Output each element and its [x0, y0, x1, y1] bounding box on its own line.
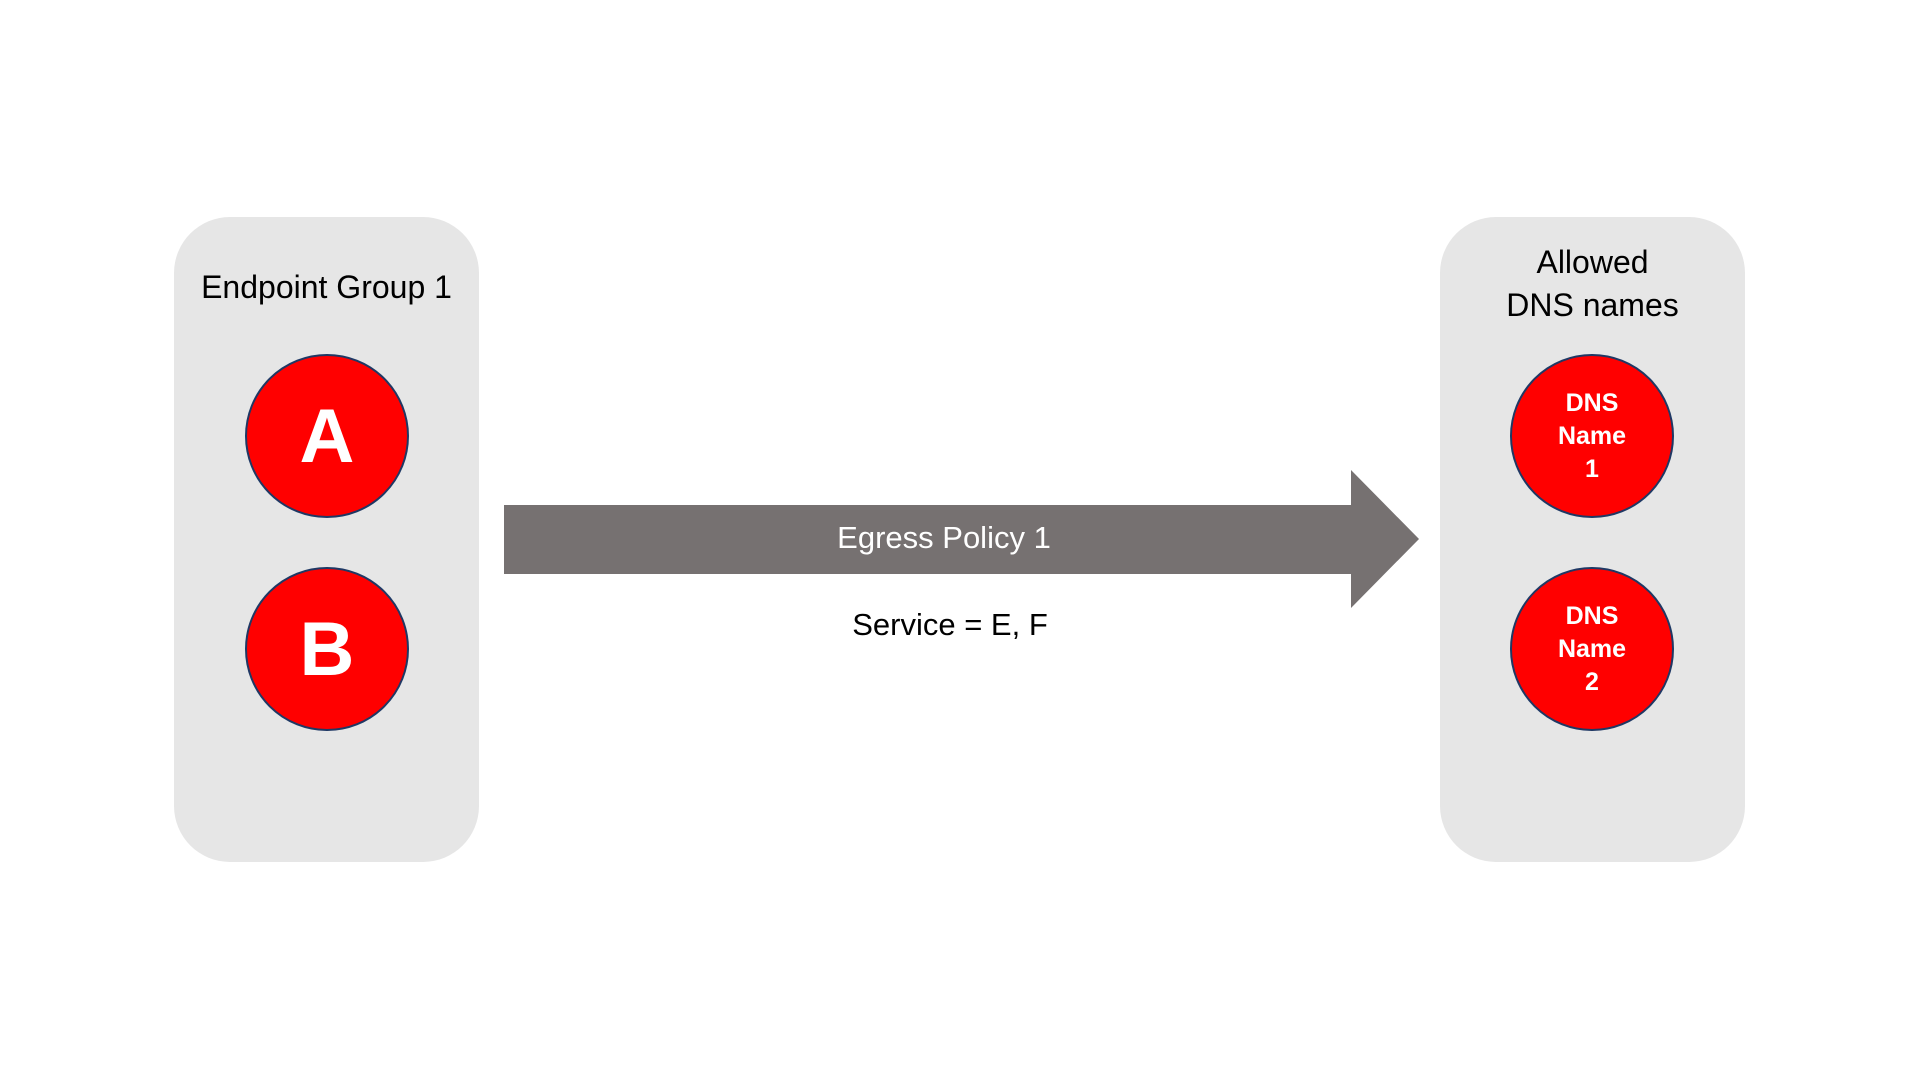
service-caption: Service = E, F [852, 607, 1048, 642]
allowed-dns-title-line2: DNS names [1506, 287, 1679, 323]
egress-arrow-shape [504, 470, 1419, 608]
dns-node-2-label: DNS Name 2 [1557, 601, 1627, 696]
dns-node-2: DNS Name 2 [1510, 567, 1674, 731]
endpoint-group-title: Endpoint Group 1 [201, 269, 452, 305]
endpoint-group-panel: Endpoint Group 1 [174, 217, 479, 862]
allowed-dns-panel: Allowed DNS names [1440, 217, 1745, 862]
endpoint-node-a: A [245, 354, 409, 518]
endpoint-node-b: B [245, 567, 409, 731]
egress-policy-label: Egress Policy 1 [837, 520, 1051, 555]
dns-node-1: DNS Name 1 [1510, 354, 1674, 518]
dns-node-1-label: DNS Name 1 [1557, 388, 1627, 483]
allowed-dns-title-line1: Allowed [1536, 244, 1649, 280]
